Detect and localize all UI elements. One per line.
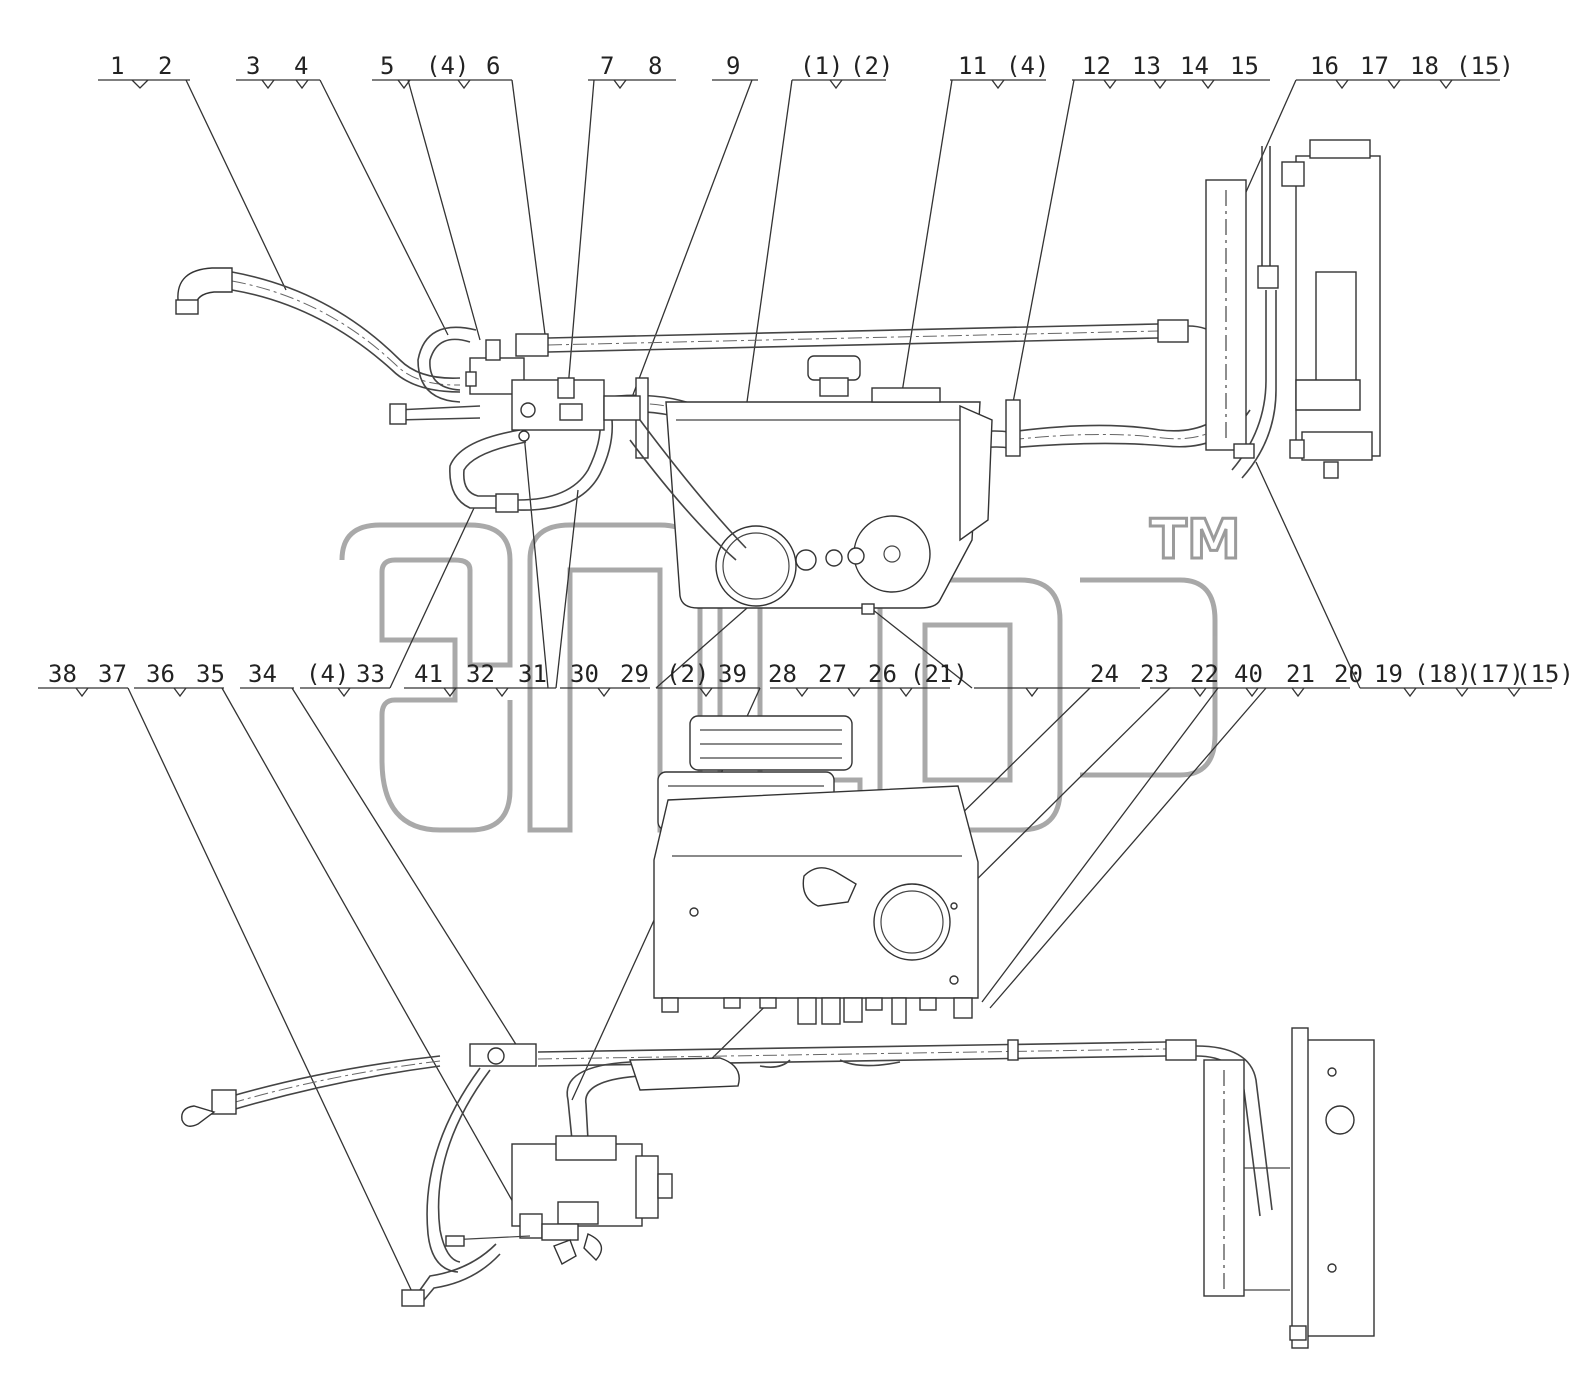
top-leader-lines	[185, 79, 1297, 481]
callout-38: 38	[48, 660, 77, 688]
callout-2: 2	[158, 52, 172, 80]
callout-20: 20	[1334, 660, 1363, 688]
callout-12: 12	[1082, 52, 1111, 80]
bottom-view-hydraulic-tank	[653, 715, 979, 1025]
middle-callout-ticks	[75, 687, 1521, 698]
callout-28: 28	[768, 660, 797, 688]
callout-18: 18	[1410, 52, 1439, 80]
callout-15: 15	[1230, 52, 1259, 80]
callout-39: 39	[718, 660, 747, 688]
callout-4-ref-b: (4)	[1006, 52, 1049, 80]
callout-3: 3	[246, 52, 260, 80]
callout-14: 14	[1180, 52, 1209, 80]
callout-1: 1	[110, 52, 124, 80]
callout-35: 35	[196, 660, 225, 688]
callout-19: 19	[1374, 660, 1403, 688]
bottom-view-pump	[445, 1135, 673, 1265]
callout-41: 41	[414, 660, 443, 688]
callout-17-ref: (17)	[1466, 660, 1524, 688]
callout-2-ref-b: (2)	[666, 660, 709, 688]
callout-18-ref: (18)	[1414, 660, 1472, 688]
callout-21: 21	[1286, 660, 1315, 688]
callout-29: 29	[620, 660, 649, 688]
callout-31: 31	[518, 660, 547, 688]
callout-33: 33	[356, 660, 385, 688]
callout-23: 23	[1140, 660, 1169, 688]
callout-16: 16	[1310, 52, 1339, 80]
bottom-view-hoses	[181, 1039, 1273, 1307]
callout-27: 27	[818, 660, 847, 688]
callout-13: 13	[1132, 52, 1161, 80]
bottom-view-oil-cooler	[1203, 1027, 1375, 1349]
top-view-oil-cooler	[1205, 139, 1381, 479]
top-callout-labels: 1 2 3 4 5 (4) 6 7 8 9 (1) (2) 11 (4) 12 …	[110, 52, 1514, 80]
callout-7: 7	[600, 52, 614, 80]
callout-17: 17	[1360, 52, 1389, 80]
callout-6: 6	[486, 52, 500, 80]
watermark-tm-text: TM	[1150, 508, 1241, 571]
callout-34: 34	[248, 660, 277, 688]
callout-8: 8	[648, 52, 662, 80]
callout-4-ref-c: (4)	[306, 660, 349, 688]
callout-37: 37	[98, 660, 127, 688]
callout-30: 30	[570, 660, 599, 688]
top-view-hydraulic-tank	[629, 355, 1021, 615]
top-callout-ticks	[131, 79, 1453, 90]
callout-15-ref: (15)	[1456, 52, 1514, 80]
callout-15-ref-b: (15)	[1516, 660, 1574, 688]
callout-11: 11	[958, 52, 987, 80]
callout-24: 24	[1090, 660, 1119, 688]
top-view-valve-block	[465, 339, 649, 459]
callout-5: 5	[380, 52, 394, 80]
callout-4: 4	[294, 52, 308, 80]
callout-32: 32	[466, 660, 495, 688]
callout-2-ref: (2)	[850, 52, 893, 80]
callout-40: 40	[1234, 660, 1263, 688]
callout-1-ref: (1)	[800, 52, 843, 80]
callout-21-ref: (21)	[910, 660, 968, 688]
callout-36: 36	[146, 660, 175, 688]
callout-4-ref: (4)	[426, 52, 469, 80]
callout-26: 26	[868, 660, 897, 688]
callout-22: 22	[1190, 660, 1219, 688]
middle-callout-labels: 38 37 36 35 34 (4) 33 41 32 31 30 29 (2)…	[48, 660, 1574, 688]
callout-9: 9	[726, 52, 740, 80]
